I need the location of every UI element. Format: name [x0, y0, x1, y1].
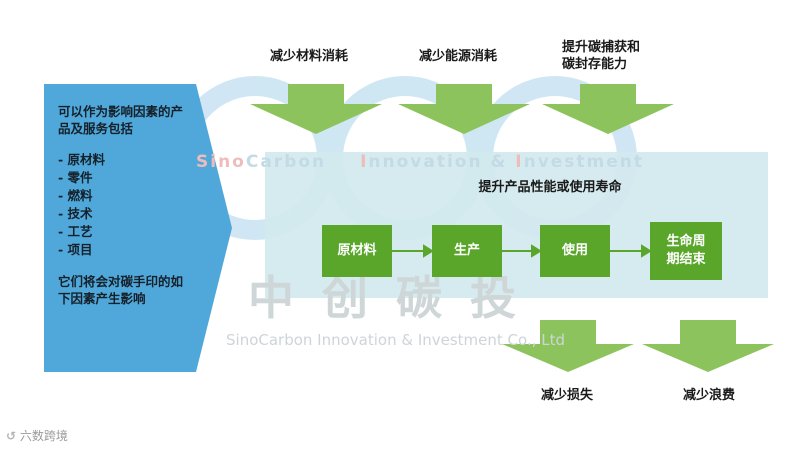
lifecycle-connectors — [392, 244, 652, 258]
left-panel-footer: 它们将会对碳手印的如下因素产生影响 — [58, 274, 184, 306]
watermark-brand: SinoCarbon Innovation & Investment — [196, 152, 645, 172]
left-panel-heading: 可以作为影响因素的产品及服务包括 — [58, 104, 184, 136]
left-panel-item: - 原材料 — [58, 152, 106, 167]
left-panel-item: - 项目 — [58, 242, 93, 257]
footer-logo-icon: ↺ — [6, 429, 17, 443]
top-label-carbon-capture: 提升碳捕获和 碳封存能力 — [562, 40, 641, 72]
lifecycle-box-use: 使用 — [540, 225, 610, 277]
bottom-label-waste: 减少浪费 — [683, 388, 736, 403]
footer-watermark: ↺ 六数跨境 — [6, 427, 68, 444]
left-panel-shape — [44, 84, 232, 372]
lifecycle-box-label: 生命周 期结束 — [666, 234, 706, 267]
bottom-arrows — [502, 320, 774, 372]
lifecycle-box-end-of-life: 生命周 期结束 — [650, 222, 722, 280]
lifecycle-box-label: 使用 — [561, 243, 588, 258]
left-panel-list: - 原材料 - 零件 - 燃料 - 技术 - 工艺 - 项目 — [58, 151, 188, 259]
top-arrow-3 — [542, 84, 674, 134]
connector-3-head — [641, 244, 652, 258]
footer-mark-text: 六数跨境 — [19, 429, 68, 443]
top-label-energy: 减少能源消耗 — [419, 49, 498, 64]
watermark-en-name: SinoCarbon Innovation & Investment Co., … — [226, 331, 566, 349]
top-arrows — [250, 84, 674, 134]
top-arrow-2 — [398, 84, 530, 134]
connector-2-head — [531, 244, 542, 258]
connector-1-head — [423, 244, 434, 258]
left-panel-item: - 工艺 — [58, 224, 93, 239]
left-panel-item: - 零件 — [58, 170, 93, 185]
lifecycle-box-label: 生产 — [453, 243, 480, 258]
bottom-label-loss: 减少损失 — [541, 388, 594, 403]
lifecycle-box-raw-material: 原材料 — [322, 225, 392, 277]
lifecycle-box-label: 原材料 — [337, 243, 377, 258]
left-panel-item: - 技术 — [58, 206, 93, 221]
top-label-material: 减少材料消耗 — [270, 49, 349, 64]
top-arrow-1 — [250, 84, 382, 134]
watermark-cn-name: 中创碳投 — [248, 271, 544, 325]
bottom-arrow-1 — [502, 320, 634, 372]
lifecycle-box-production: 生产 — [432, 225, 502, 277]
bottom-arrow-2 — [642, 320, 774, 372]
band-title: 提升产品性能或使用寿命 — [478, 180, 622, 195]
left-panel-text: 可以作为影响因素的产品及服务包括 - 原材料 - 零件 - 燃料 - 技术 - … — [58, 103, 188, 307]
left-panel-item: - 燃料 — [58, 188, 93, 203]
